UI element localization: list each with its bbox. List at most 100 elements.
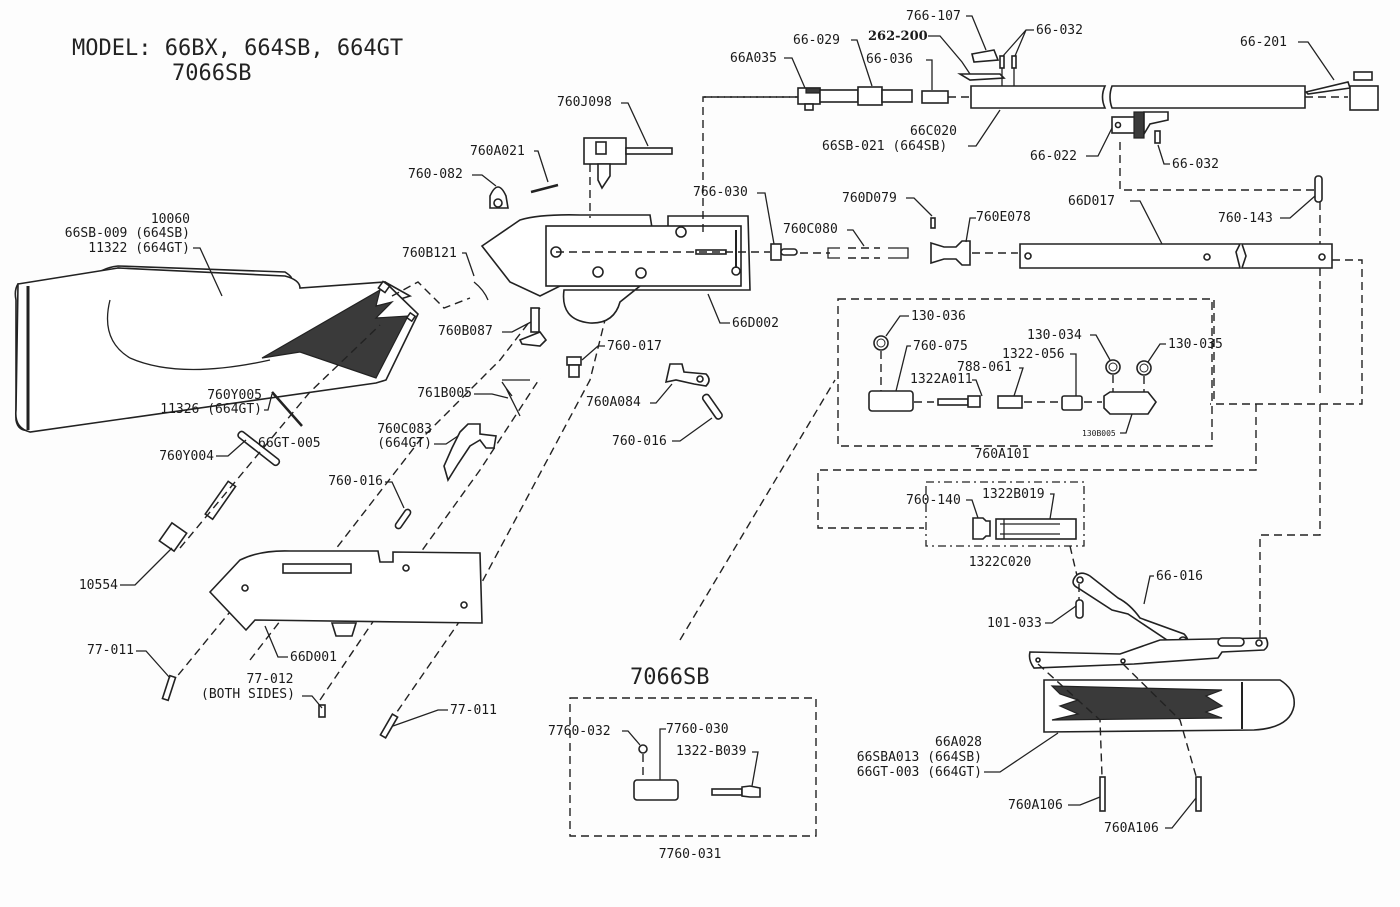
- svg-text:760A021: 760A021: [470, 144, 525, 159]
- part-66-201-sight: 66-201: [1240, 35, 1379, 111]
- svg-text:66-036: 66-036: [866, 52, 913, 67]
- svg-text:760B087: 760B087: [438, 324, 493, 339]
- part-760-143: 760-143: [1218, 175, 1323, 226]
- kit-7066SB-title: 7760-031: [659, 847, 722, 862]
- svg-text:1322-B039: 1322-B039: [676, 744, 746, 759]
- part-760B087: 760B087: [438, 307, 548, 347]
- assembly-760A101: 760A101 130-036 760-075 1322A011 788-061…: [837, 298, 1223, 462]
- part-760A021: 760A021: [470, 144, 559, 194]
- svg-text:66D002: 66D002: [732, 316, 779, 331]
- part-760C083-trigger: 760C083 66GT-005 (664GT): [258, 422, 497, 482]
- part-760Y005: 760Y005 11326 (664GT): [160, 388, 303, 427]
- part-760A106-b: 760A106: [1104, 776, 1202, 836]
- svg-text:788-061: 788-061: [957, 360, 1012, 375]
- buttstock: [14, 265, 419, 433]
- svg-text:66-032: 66-032: [1036, 23, 1083, 38]
- svg-text:760-082: 760-082: [408, 167, 463, 182]
- svg-text:66SB-021 (664SB): 66SB-021 (664SB): [822, 139, 947, 154]
- svg-text:760J098: 760J098: [557, 95, 612, 110]
- part-760-016-a: 760-016: [328, 474, 412, 530]
- part-66-036: 66-036: [866, 52, 949, 104]
- kit-7066SB-heading: 7066SB: [630, 665, 709, 690]
- part-766-107: 766-107: [906, 9, 1000, 63]
- svg-text:760-016: 760-016: [328, 474, 383, 489]
- svg-text:77-011: 77-011: [87, 643, 134, 658]
- svg-text:66-201: 66-201: [1240, 35, 1287, 50]
- svg-text:66SB-009 (664SB): 66SB-009 (664SB): [65, 226, 190, 241]
- part-10554: 10554: [79, 480, 237, 593]
- svg-text:66-016: 66-016: [1156, 569, 1203, 584]
- svg-text:262-200: 262-200: [868, 29, 928, 44]
- svg-text:766-030: 766-030: [693, 185, 748, 200]
- part-760Y004: 760Y004: [159, 430, 281, 467]
- part-760B121: 760B121: [402, 246, 489, 301]
- svg-text:760-140: 760-140: [906, 493, 961, 508]
- part-760J098: 760J098: [557, 95, 673, 190]
- part-101-033-pin: 101-033: [987, 599, 1084, 631]
- svg-text:760B121: 760B121: [402, 246, 457, 261]
- svg-text:66GT-003 (664GT): 66GT-003 (664GT): [857, 765, 982, 780]
- part-760-082: 760-082: [408, 167, 509, 209]
- svg-text:66A028: 66A028: [935, 735, 982, 750]
- svg-text:130-035: 130-035: [1168, 337, 1223, 352]
- svg-text:760Y005: 760Y005: [207, 388, 262, 403]
- part-760A084: 760A084: [586, 363, 710, 410]
- svg-text:760A084: 760A084: [586, 395, 641, 410]
- svg-text:760C080: 760C080: [783, 222, 838, 237]
- part-760A106-a: 760A106: [1008, 776, 1106, 813]
- part-forend-bracket: [1028, 637, 1269, 669]
- svg-text:760-016: 760-016: [612, 434, 667, 449]
- svg-text:66-029: 66-029: [793, 33, 840, 48]
- svg-text:66GT-005: 66GT-005: [258, 436, 321, 451]
- svg-text:130-034: 130-034: [1027, 328, 1082, 343]
- svg-text:760-143: 760-143: [1218, 211, 1273, 226]
- svg-text:760D079: 760D079: [842, 191, 897, 206]
- svg-text:66D017: 66D017: [1068, 194, 1115, 209]
- svg-text:766-107: 766-107: [906, 9, 961, 24]
- svg-text:(BOTH SIDES): (BOTH SIDES): [201, 687, 295, 702]
- svg-text:66-022: 66-022: [1030, 149, 1077, 164]
- kit-7066SB: 7066SB 7760-031 7760-032 7760-030 1322-B…: [548, 665, 817, 862]
- model-title-line1: MODEL: 66BX, 664SB, 664GT: [72, 36, 403, 61]
- forend-checkering: [1050, 685, 1224, 721]
- part-66D002-receiver: 66D002: [480, 214, 779, 331]
- svg-text:10554: 10554: [79, 578, 118, 593]
- svg-text:66-032: 66-032: [1172, 157, 1219, 172]
- assembly-1322C020: 1322C020 760-140 1322B019: [906, 481, 1085, 570]
- part-66D001: 66D001: [208, 550, 483, 665]
- svg-text:760Y004: 760Y004: [159, 449, 214, 464]
- svg-text:760A106: 760A106: [1104, 821, 1159, 836]
- svg-text:66C020: 66C020: [910, 124, 957, 139]
- assembly-760A101-title: 760A101: [975, 447, 1030, 462]
- svg-text:760C083: 760C083: [377, 422, 432, 437]
- model-title-line2: 7066SB: [172, 61, 251, 86]
- part-66-016-link: 66-016: [1072, 569, 1203, 647]
- screws-bottom: 77-011 77-012 (BOTH SIDES) 77-011: [87, 643, 497, 739]
- svg-text:1322A011: 1322A011: [910, 372, 973, 387]
- svg-text:760-075: 760-075: [913, 339, 968, 354]
- part-66A035: 66A035: [730, 51, 821, 111]
- svg-text:(664GT): (664GT): [377, 436, 432, 451]
- svg-text:10060: 10060: [151, 212, 190, 227]
- svg-text:760A106: 760A106: [1008, 798, 1063, 813]
- part-262-200: 262-200: [868, 29, 1006, 81]
- part-66C020-barrel: 66C020 66SB-021 (664SB): [822, 85, 1306, 154]
- part-760-016-b: 760-016: [612, 393, 723, 449]
- stock-grip-checkering: [261, 288, 410, 379]
- part-66-022: 66-022: [1030, 111, 1169, 164]
- assembly-1322C020-title: 1322C020: [969, 555, 1032, 570]
- part-766-030: 766-030: [693, 185, 798, 261]
- svg-text:760-017: 760-017: [607, 339, 662, 354]
- part-760C080: 760C080: [783, 222, 909, 259]
- barrel-tube: [819, 89, 859, 103]
- part-66-032-b: 66-032: [1154, 130, 1219, 172]
- svg-text:130-036: 130-036: [911, 309, 966, 324]
- svg-text:66SBA013 (664SB): 66SBA013 (664SB): [857, 750, 982, 765]
- svg-text:7760-032: 7760-032: [548, 724, 611, 739]
- part-66-032-a: 66-032: [999, 23, 1083, 88]
- svg-text:66D001: 66D001: [290, 650, 337, 665]
- svg-text:7760-030: 7760-030: [666, 722, 729, 737]
- svg-text:11322 (664GT): 11322 (664GT): [88, 241, 190, 256]
- part-760D079: 760D079: [842, 191, 936, 229]
